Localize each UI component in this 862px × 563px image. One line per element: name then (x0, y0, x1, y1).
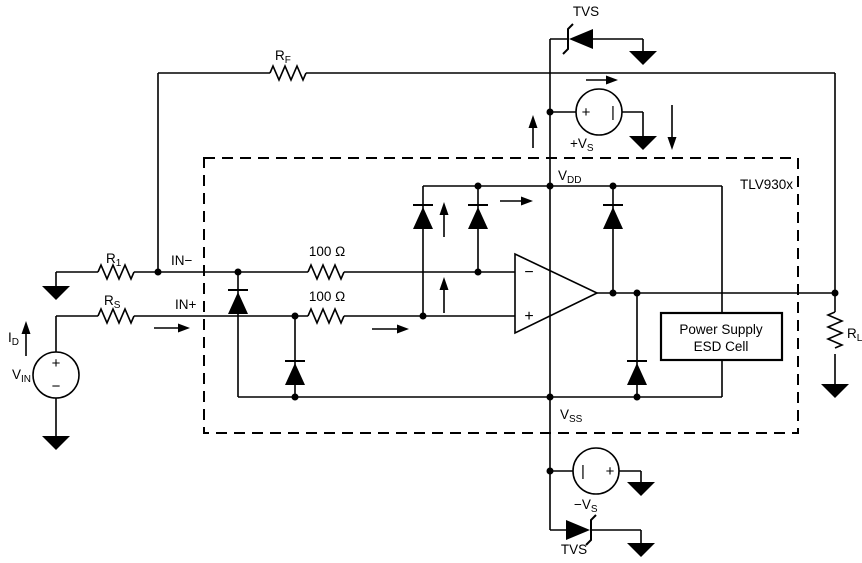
in-plus-label: IN+ (175, 297, 197, 312)
vs-neg-plus-sign: + (606, 463, 615, 480)
vss-label: VSS (560, 407, 583, 425)
vs-positive-label: +VS (570, 136, 594, 154)
part-number-label: TLV930x (740, 177, 793, 192)
current-arrow-diode-up (439, 202, 449, 237)
opamp-inverting-input-sign: − (524, 264, 533, 281)
resistor-100ohm-inplus (307, 306, 345, 326)
vdd-label: VDD (558, 168, 581, 186)
ground-vs-pos (629, 136, 657, 150)
ground-tvs-bottom (627, 543, 655, 557)
esd-diode-out-to-vdd (603, 204, 623, 229)
ground-vs-neg (627, 482, 655, 496)
vs-neg-bar-sign: | (581, 463, 585, 480)
esd-cell-label-line2: ESD Cell (694, 339, 749, 354)
ground-rl (821, 384, 849, 398)
ground-tvs-top (629, 51, 657, 65)
vin-plus-sign: + (52, 355, 61, 372)
resistor-rs (97, 306, 135, 326)
rl-label: RL (847, 326, 862, 344)
tvs-top-label: TVS (573, 4, 599, 19)
current-arrow-inplus-right (372, 324, 409, 334)
vin-minus-sign: − (52, 378, 61, 395)
vin-label: VIN (12, 367, 31, 385)
resistor-100ohm-top-label: 100 Ω (309, 244, 345, 259)
rf-label: RF (275, 48, 291, 66)
esd-diode-vss-to-inminus (228, 289, 248, 314)
vs-negative-source: | + (572, 447, 620, 495)
vs-pos-bar-sign: | (611, 104, 615, 121)
esd-diode-inminus-to-vdd (468, 204, 488, 229)
esd-diode-vss-to-out (627, 360, 647, 385)
resistor-rl (825, 311, 845, 349)
current-arrow-inplus-left (154, 323, 190, 333)
current-arrow-vdd-right (500, 196, 533, 206)
ic-boundary-box (203, 157, 799, 434)
id-current-label: ID (8, 330, 19, 348)
vs-negative-label: −VS (574, 497, 598, 515)
current-arrow-supply-up (528, 115, 538, 148)
tvs-bottom-label: TVS (561, 542, 587, 557)
opamp-noninverting-input-sign: + (524, 308, 533, 325)
junction-dots (154, 108, 839, 475)
ground-r1 (42, 286, 70, 300)
tvs-diode-top (562, 23, 593, 55)
opamp: − + (514, 252, 599, 335)
r1-label: R1 (106, 251, 122, 269)
vs-pos-plus-sign: + (582, 104, 591, 121)
resistor-100ohm-bottom-label: 100 Ω (309, 289, 345, 304)
vin-source: + − (32, 351, 80, 399)
power-supply-esd-cell: Power Supply ESD Cell (659, 311, 784, 362)
resistor-r1 (97, 262, 135, 282)
resistor-rf (269, 63, 307, 83)
current-arrow-vs-pos-right (586, 75, 618, 85)
esd-diode-inplus-to-vdd (413, 204, 433, 229)
current-arrows (21, 75, 677, 356)
vs-positive-source: + | (575, 88, 623, 136)
current-arrow-gnd-down (667, 105, 677, 150)
current-arrow-input-up (439, 277, 449, 313)
ground-symbols (42, 51, 849, 557)
in-minus-label: IN− (171, 253, 193, 268)
tvs-diode-bottom (566, 514, 597, 546)
ground-vin (42, 436, 70, 450)
esd-diode-vss-to-inplus (285, 360, 305, 385)
rs-label: RS (104, 293, 121, 311)
current-arrow-id-up (21, 321, 31, 356)
esd-cell-label-line1: Power Supply (679, 322, 763, 337)
resistor-100ohm-inminus (307, 262, 345, 282)
